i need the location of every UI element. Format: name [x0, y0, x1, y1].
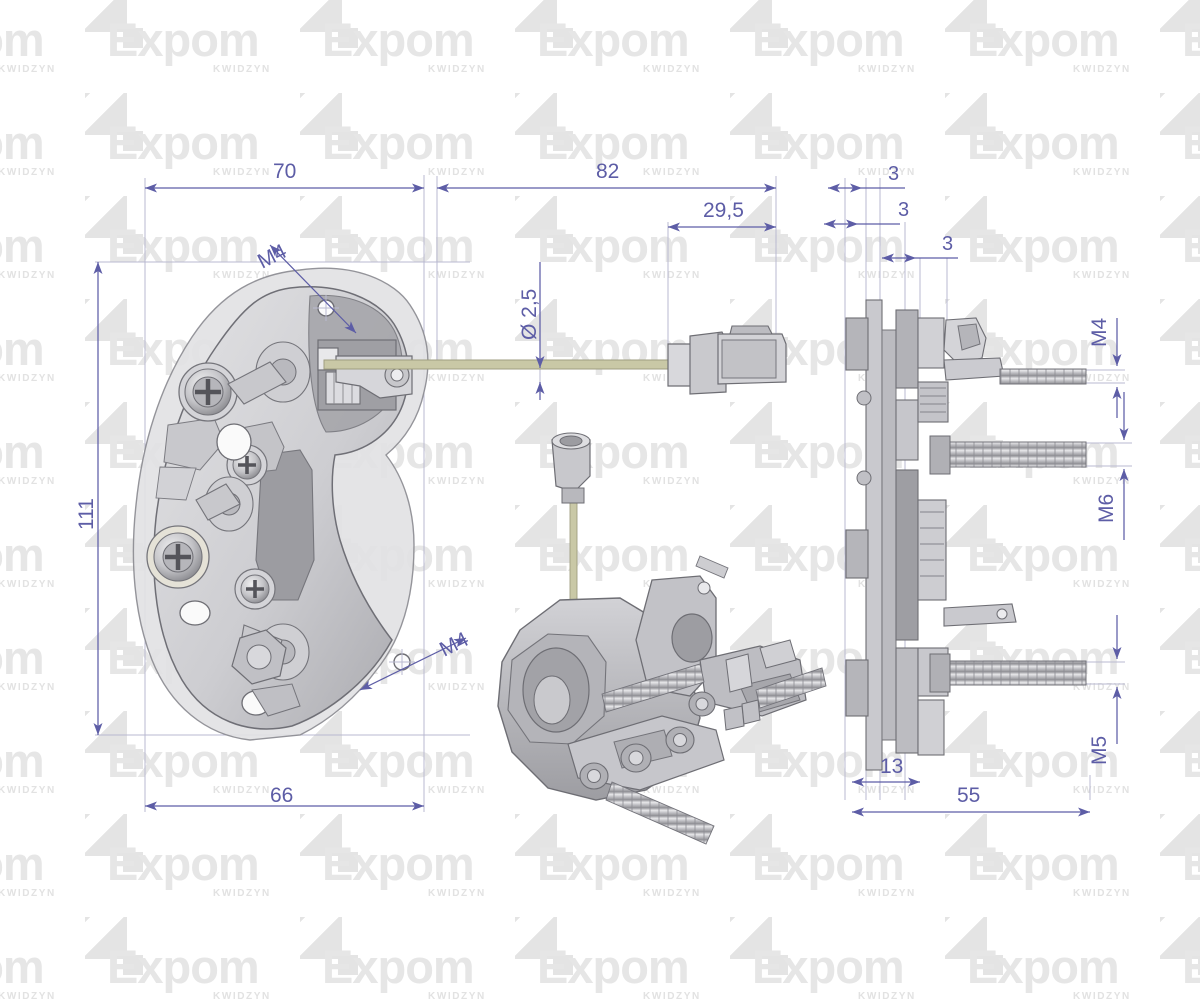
dim-55: 55 [957, 784, 981, 807]
dim-diameter-2-5: Ø 2,5 [518, 288, 541, 340]
dim-111: 111 [75, 498, 98, 530]
diode-module [178, 362, 238, 422]
label-stud-m5: M5 [1088, 735, 1111, 765]
dim-66: 66 [270, 784, 294, 807]
stud-m4 [999, 368, 1087, 385]
cable-detail [323, 325, 787, 395]
dim-3-c: 3 [942, 233, 954, 255]
label-stud-m4: M4 [1088, 317, 1111, 347]
stud-m6 [945, 441, 1087, 468]
dim-70: 70 [273, 160, 297, 183]
stud-iso [601, 555, 827, 845]
m4-hole-bottom [389, 649, 415, 675]
dim-13: 13 [880, 755, 904, 778]
front-view [132, 267, 429, 741]
stud-m5 [947, 660, 1087, 686]
diode-module [234, 568, 276, 610]
isometric-view [497, 432, 827, 845]
label-stud-m6: M6 [1095, 493, 1118, 523]
dim-3-a: 3 [888, 163, 900, 185]
dim-82: 82 [596, 160, 620, 183]
dim-3-b: 3 [898, 199, 910, 221]
dim-29-5: 29,5 [703, 199, 744, 222]
side-view [845, 299, 1087, 771]
diode-module [146, 525, 210, 589]
